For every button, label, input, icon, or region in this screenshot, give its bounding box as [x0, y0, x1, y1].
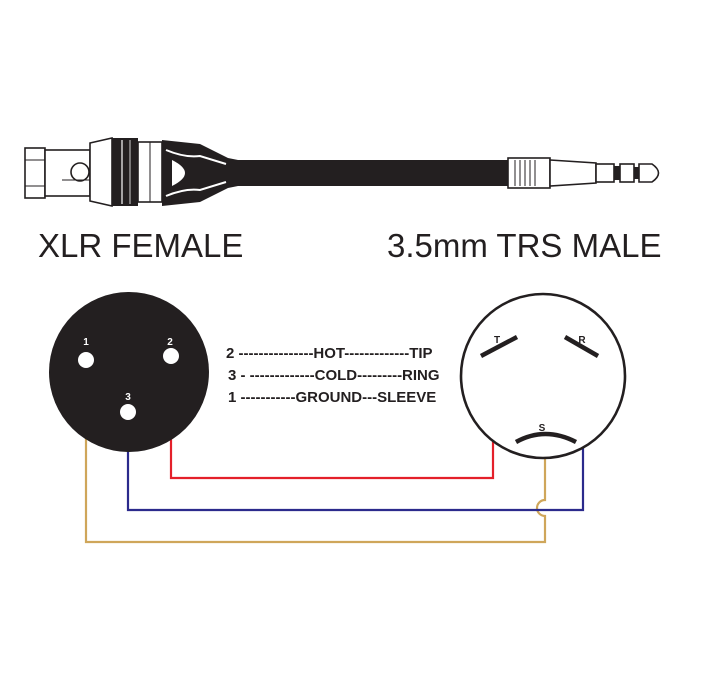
cable-icon	[238, 160, 508, 186]
trs-ring-contact	[563, 335, 600, 358]
xlr-pin-2	[163, 348, 179, 364]
xlr-pin-2-label: 2	[167, 337, 173, 348]
trs-face: T R S	[459, 292, 627, 460]
xlr-pin-1-label: 1	[83, 337, 89, 348]
xlr-female-label: XLR FEMALE	[38, 227, 243, 264]
cable-illustration	[24, 136, 660, 208]
trs-ring-label: R	[578, 335, 586, 346]
trs-tip-label: T	[494, 335, 500, 346]
legend-ground: 1 -----------GROUND---SLEEVE	[228, 389, 436, 406]
trs-plug-connector-icon	[507, 157, 660, 189]
hot-wire	[169, 346, 495, 480]
xlr-pin-1	[78, 352, 94, 368]
trs-face-circle	[459, 292, 627, 460]
xlr-female-connector-icon	[24, 136, 238, 208]
legend-cold: 3 - -------------COLD---------RING	[228, 367, 440, 384]
xlr-face-circle	[49, 292, 209, 452]
trs-sleeve-contact	[514, 431, 578, 445]
xlr-pin-3-label: 3	[125, 392, 131, 403]
xlr-pin-3	[120, 404, 136, 420]
trs-sleeve-label: S	[539, 423, 546, 434]
xlr-pin-face: 1 2 3	[49, 292, 209, 452]
legend-hot: 2 ---------------HOT-------------TIP	[226, 345, 433, 362]
wiring-legend: 2 ---------------HOT-------------TIP 3 -…	[226, 345, 440, 406]
trs-tip-contact	[479, 335, 519, 358]
trs-male-label: 3.5mm TRS MALE	[387, 227, 661, 264]
